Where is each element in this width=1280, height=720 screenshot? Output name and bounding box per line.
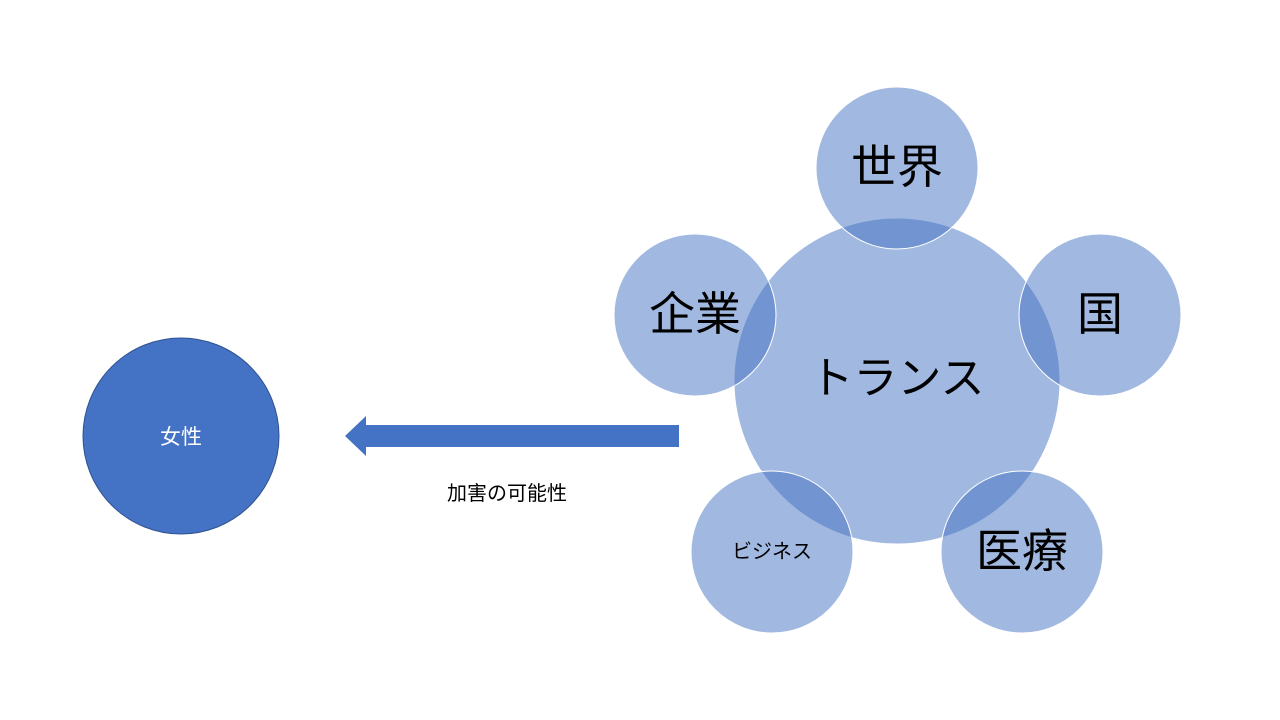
satellite-circle-corporation [613, 233, 777, 397]
satellite-circle-business [690, 470, 854, 634]
arrow-left [345, 416, 679, 456]
satellite-label-medical: 医療 [976, 524, 1068, 578]
satellite-circle-country [1018, 233, 1182, 397]
satellite-circle-world [815, 86, 979, 250]
satellite-label-world: 世界 [851, 140, 943, 194]
center-label: トランス [809, 353, 984, 404]
satellite-label-country: 国 [1077, 287, 1123, 341]
arrow-label: 加害の可能性 [447, 481, 567, 505]
satellite-circle-medical [940, 470, 1104, 634]
satellite-label-business: ビジネス [732, 539, 812, 563]
satellite-label-corporation: 企業 [649, 287, 741, 341]
women-label: 女性 [160, 425, 202, 449]
women-circle [82, 337, 280, 535]
